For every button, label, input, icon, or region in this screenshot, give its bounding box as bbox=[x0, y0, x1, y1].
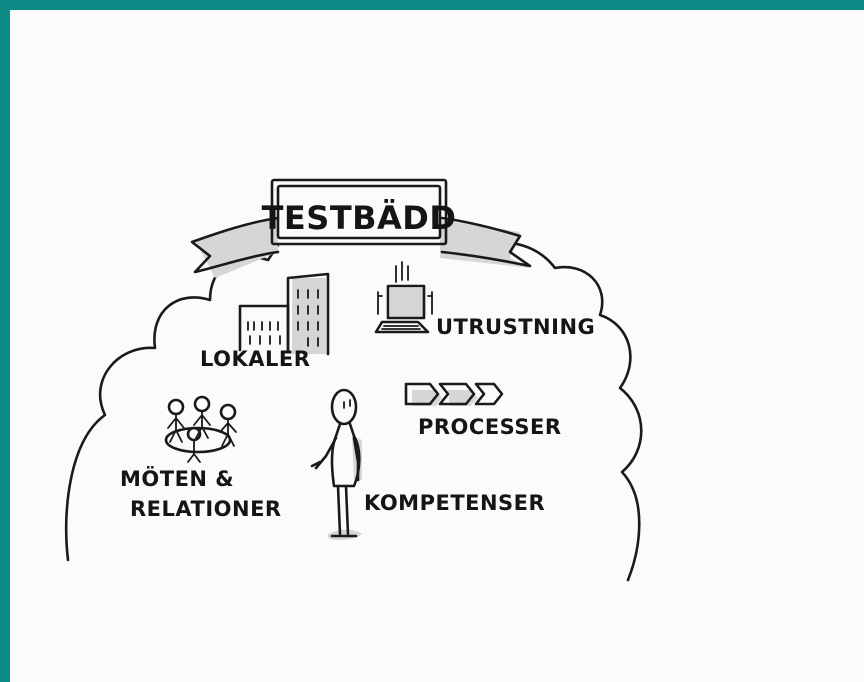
label-utrustning: UTRUSTNING bbox=[436, 315, 595, 339]
process-arrows-icon bbox=[404, 382, 504, 406]
buildings-icon bbox=[238, 272, 330, 356]
person-icon bbox=[310, 388, 362, 541]
label-moten-line1: MÖTEN & bbox=[120, 466, 234, 491]
sketch-drawing: TESTBÄDD LOKALER UTRUSTNING PROCESSER bbox=[64, 178, 643, 582]
label-moten-line2: RELATIONER bbox=[130, 497, 282, 521]
label-processer: PROCESSER bbox=[418, 415, 562, 439]
title-testbadd: TESTBÄDD bbox=[262, 199, 457, 237]
laptop-icon bbox=[374, 261, 433, 334]
drawing-canvas: TESTBÄDD LOKALER UTRUSTNING PROCESSER bbox=[10, 10, 864, 682]
cloud-outline bbox=[64, 241, 643, 582]
banner-icon bbox=[190, 178, 532, 278]
label-kompetenser: KOMPETENSER bbox=[364, 491, 545, 515]
people-meeting-icon bbox=[164, 395, 237, 463]
label-lokaler: LOKALER bbox=[200, 347, 310, 371]
